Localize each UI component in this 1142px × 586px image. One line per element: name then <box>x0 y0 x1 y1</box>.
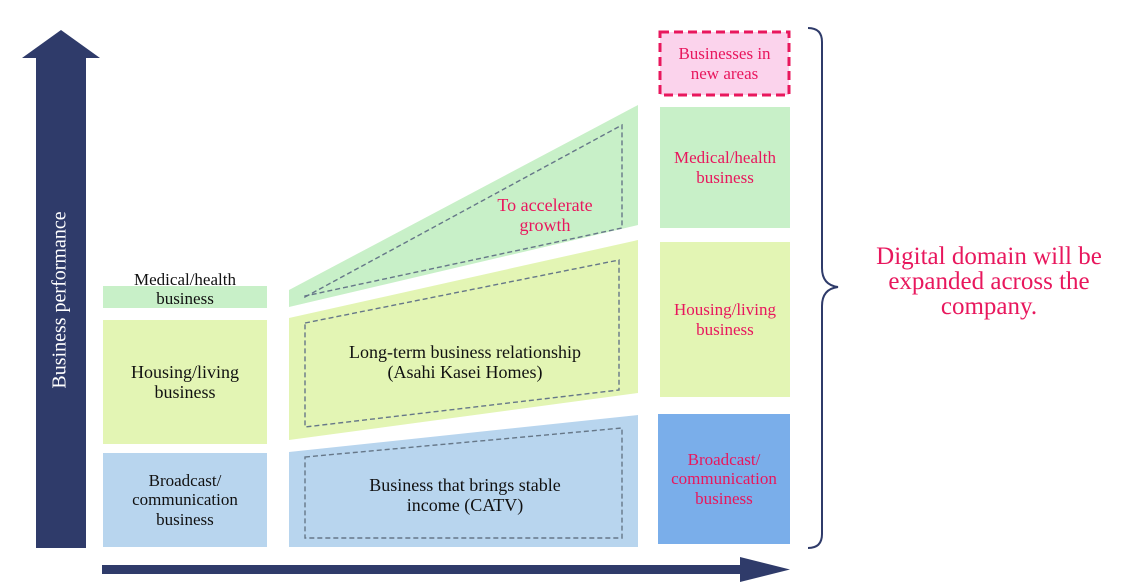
middle-stable-dash <box>304 427 623 539</box>
right-broadcast-label: Broadcast/ communication business <box>671 450 777 508</box>
growth-label: To accelerate growth <box>497 194 593 235</box>
right-new-areas-label: Businesses in new areas <box>678 44 771 83</box>
left-broadcast-label: Broadcast/ communication business <box>132 471 238 529</box>
right-new-areas-box <box>658 30 791 97</box>
curly-brace <box>807 27 839 549</box>
middle-relationship-dash <box>304 259 620 428</box>
y-axis-label: Business performance <box>48 211 71 389</box>
right-medical-label: Medical/health business <box>674 148 776 187</box>
right-medical-box <box>660 107 790 228</box>
middle-relationship-shape <box>289 240 638 440</box>
middle-stable-shape <box>289 415 638 547</box>
right-housing-label: Housing/living business <box>673 300 776 339</box>
right-housing-box <box>660 242 790 397</box>
stable-income-label: Business that brings stable income (CATV… <box>369 474 561 515</box>
middle-growth-shape <box>289 105 638 307</box>
left-medical-label: Medical/health business <box>134 269 236 308</box>
left-broadcast-box <box>103 453 267 547</box>
left-housing-box <box>103 320 267 444</box>
left-housing-label: Housing/living business <box>130 361 239 402</box>
right-broadcast-box <box>658 414 790 544</box>
middle-growth-dash <box>304 123 623 299</box>
horizontal-axis-arrow <box>102 557 790 582</box>
digital-domain-callout: Digital domain will be expanded across t… <box>876 242 1102 320</box>
vertical-axis-arrow <box>22 30 100 548</box>
left-medical-box <box>103 286 267 308</box>
relationship-label: Long-term business relationship (Asahi K… <box>349 341 581 382</box>
